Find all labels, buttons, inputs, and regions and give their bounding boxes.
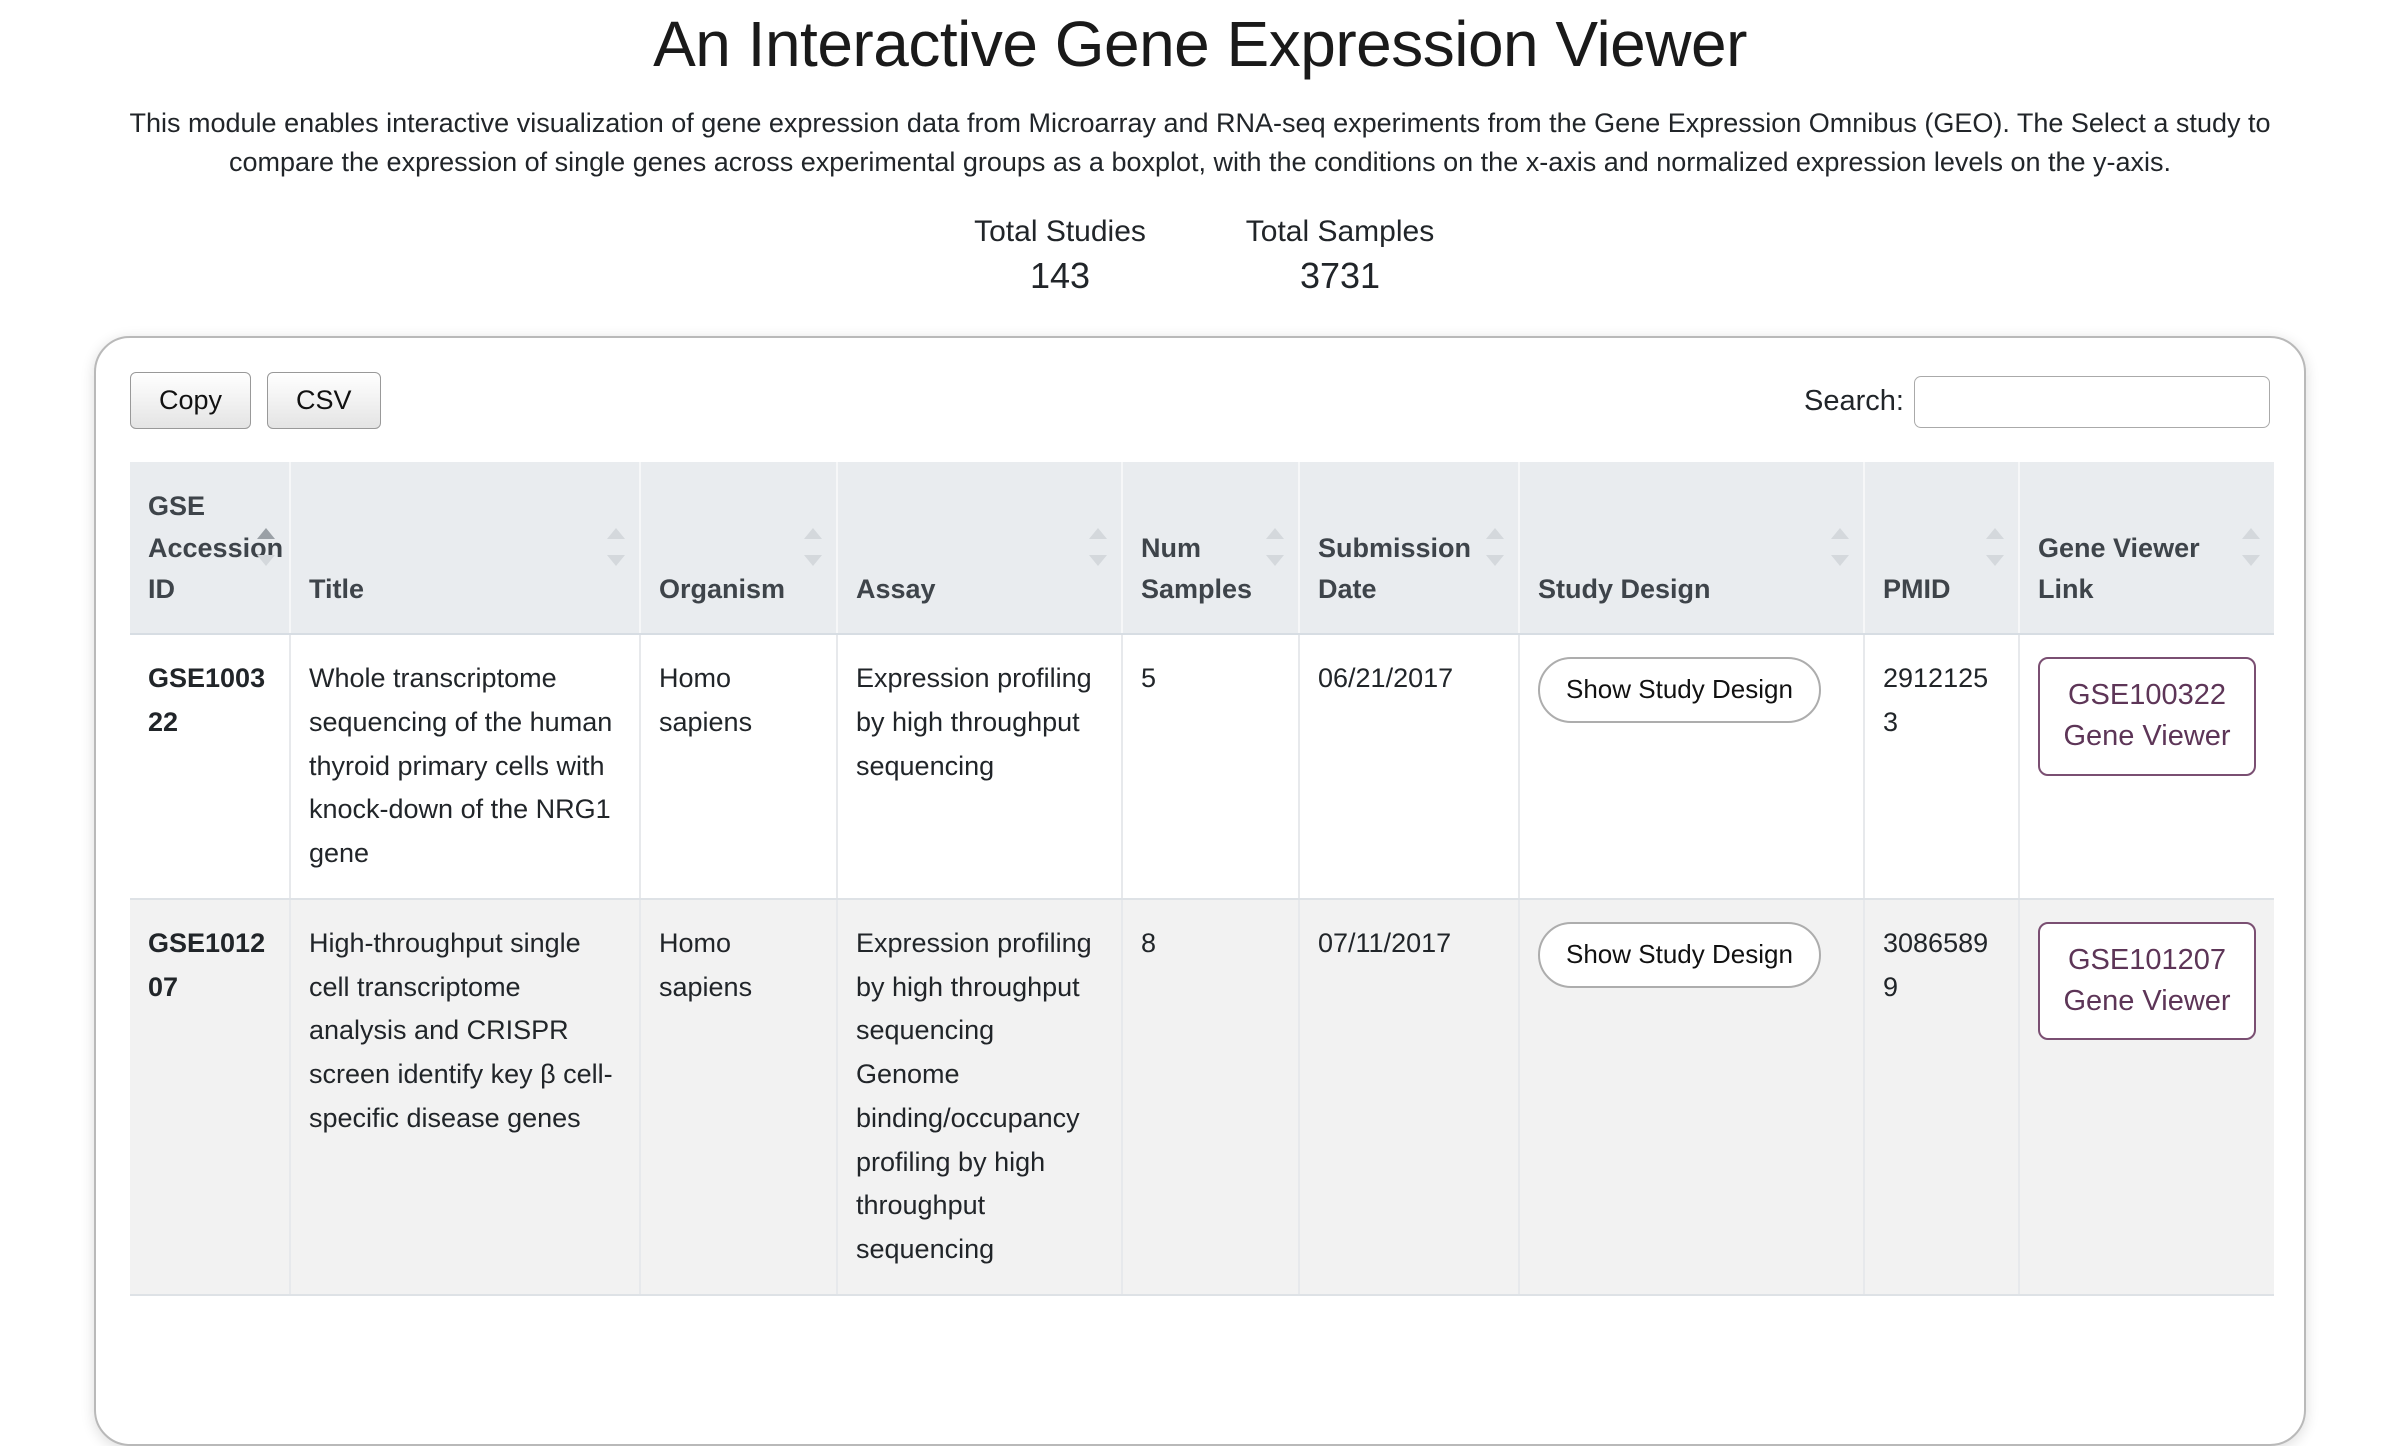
column-header-assay[interactable]: Assay [837, 461, 1123, 636]
studies-table-panel: Copy CSV Search: GSE Accession ID [94, 335, 2306, 1446]
cell-study-design: Show Study Design [1519, 898, 1865, 1296]
column-header-gene-viewer-link-label: Gene Viewer Link [2038, 532, 2200, 605]
column-header-study-design-label: Study Design [1538, 574, 1711, 605]
column-header-pmid[interactable]: PMID [1864, 461, 2020, 636]
cell-gse-accession-id: GSE100322 [130, 634, 291, 900]
search-label: Search: [1804, 385, 1904, 418]
sort-icon[interactable] [607, 526, 625, 568]
page-description: This module enables interactive visualiz… [129, 107, 2271, 177]
column-header-title-label: Title [309, 574, 365, 605]
column-header-organism[interactable]: Organism [640, 461, 838, 636]
page-root: An Interactive Gene Expression Viewer Th… [0, 8, 2400, 1446]
search-area: Search: [1804, 372, 2270, 428]
stat-total-samples: Total Samples 3731 [1230, 212, 1450, 300]
stat-total-studies-label: Total Studies [974, 214, 1146, 248]
cell-title: High-throughput single cell transcriptom… [290, 898, 641, 1296]
cell-organism: Homo sapiens [640, 898, 838, 1296]
gene-viewer-link[interactable]: GSE101207 Gene Viewer [2038, 921, 2256, 1041]
cell-title: Whole transcriptome sequencing of the hu… [290, 634, 641, 900]
column-header-gse-accession-id[interactable]: GSE Accession ID [130, 461, 291, 636]
sort-icon[interactable] [804, 526, 822, 568]
cell-pmid: 29121253 [1864, 634, 2020, 900]
sort-icon[interactable] [1986, 526, 2004, 568]
column-header-study-design[interactable]: Study Design [1519, 461, 1865, 636]
column-header-pmid-label: PMID [1883, 574, 1951, 605]
table-header: GSE Accession ID Title Organism Ass [130, 461, 2274, 636]
sort-icon[interactable] [1831, 526, 1849, 568]
sort-icon[interactable] [1089, 526, 1107, 568]
cell-pmid: 30865899 [1864, 898, 2020, 1296]
cell-num-samples: 5 [1122, 634, 1300, 900]
gene-viewer-link[interactable]: GSE100322 Gene Viewer [2038, 657, 2256, 776]
cell-gene-viewer-link: GSE101207 Gene Viewer [2019, 898, 2274, 1296]
stat-total-samples-value: 3731 [1299, 254, 1381, 296]
stat-total-samples-label: Total Samples [1245, 214, 1435, 248]
column-header-submission-date[interactable]: Submission Date [1299, 461, 1520, 636]
column-header-submission-date-label: Submission Date [1318, 532, 1472, 605]
cell-gse-accession-id: GSE101207 [130, 898, 291, 1296]
column-header-organism-label: Organism [659, 574, 786, 605]
show-study-design-button[interactable]: Show Study Design [1538, 657, 1821, 724]
sort-icon[interactable] [1486, 526, 1504, 568]
table-row: GSE101207 High-throughput single cell tr… [130, 898, 2274, 1296]
cell-submission-date: 06/21/2017 [1299, 634, 1520, 900]
cell-organism: Homo sapiens [640, 634, 838, 900]
table-toolbar: Copy CSV Search: [130, 371, 2270, 444]
column-header-title[interactable]: Title [290, 461, 641, 636]
table-header-row: GSE Accession ID Title Organism Ass [130, 461, 2274, 636]
table-body: GSE100322 Whole transcriptome sequencing… [130, 634, 2274, 1296]
sort-ascending-icon[interactable] [257, 526, 275, 568]
sort-icon[interactable] [1266, 526, 1284, 568]
copy-button[interactable]: Copy [130, 371, 252, 430]
csv-button[interactable]: CSV [267, 371, 381, 430]
cell-assay: Expression profiling by high throughput … [837, 898, 1123, 1296]
page-title: An Interactive Gene Expression Viewer [653, 8, 1747, 80]
cell-gene-viewer-link: GSE100322 Gene Viewer [2019, 634, 2274, 900]
cell-study-design: Show Study Design [1519, 634, 1865, 900]
search-input[interactable] [1914, 375, 2270, 428]
column-header-num-samples-label: Num Samples [1141, 532, 1253, 605]
cell-submission-date: 07/11/2017 [1299, 898, 1520, 1296]
column-header-assay-label: Assay [856, 574, 936, 605]
stat-total-studies: Total Studies 143 [950, 212, 1170, 300]
summary-stats: Total Studies 143 Total Samples 3731 [0, 212, 2400, 300]
stat-total-studies-value: 143 [1029, 254, 1091, 296]
export-button-group: Copy CSV [130, 371, 381, 430]
column-header-gene-viewer-link[interactable]: Gene Viewer Link [2019, 461, 2274, 636]
sort-icon[interactable] [2242, 526, 2260, 568]
column-header-num-samples[interactable]: Num Samples [1122, 461, 1300, 636]
cell-num-samples: 8 [1122, 898, 1300, 1296]
show-study-design-button[interactable]: Show Study Design [1538, 921, 1821, 988]
cell-assay: Expression profiling by high throughput … [837, 634, 1123, 900]
studies-table: GSE Accession ID Title Organism Ass [130, 461, 2274, 1296]
table-row: GSE100322 Whole transcriptome sequencing… [130, 634, 2274, 900]
